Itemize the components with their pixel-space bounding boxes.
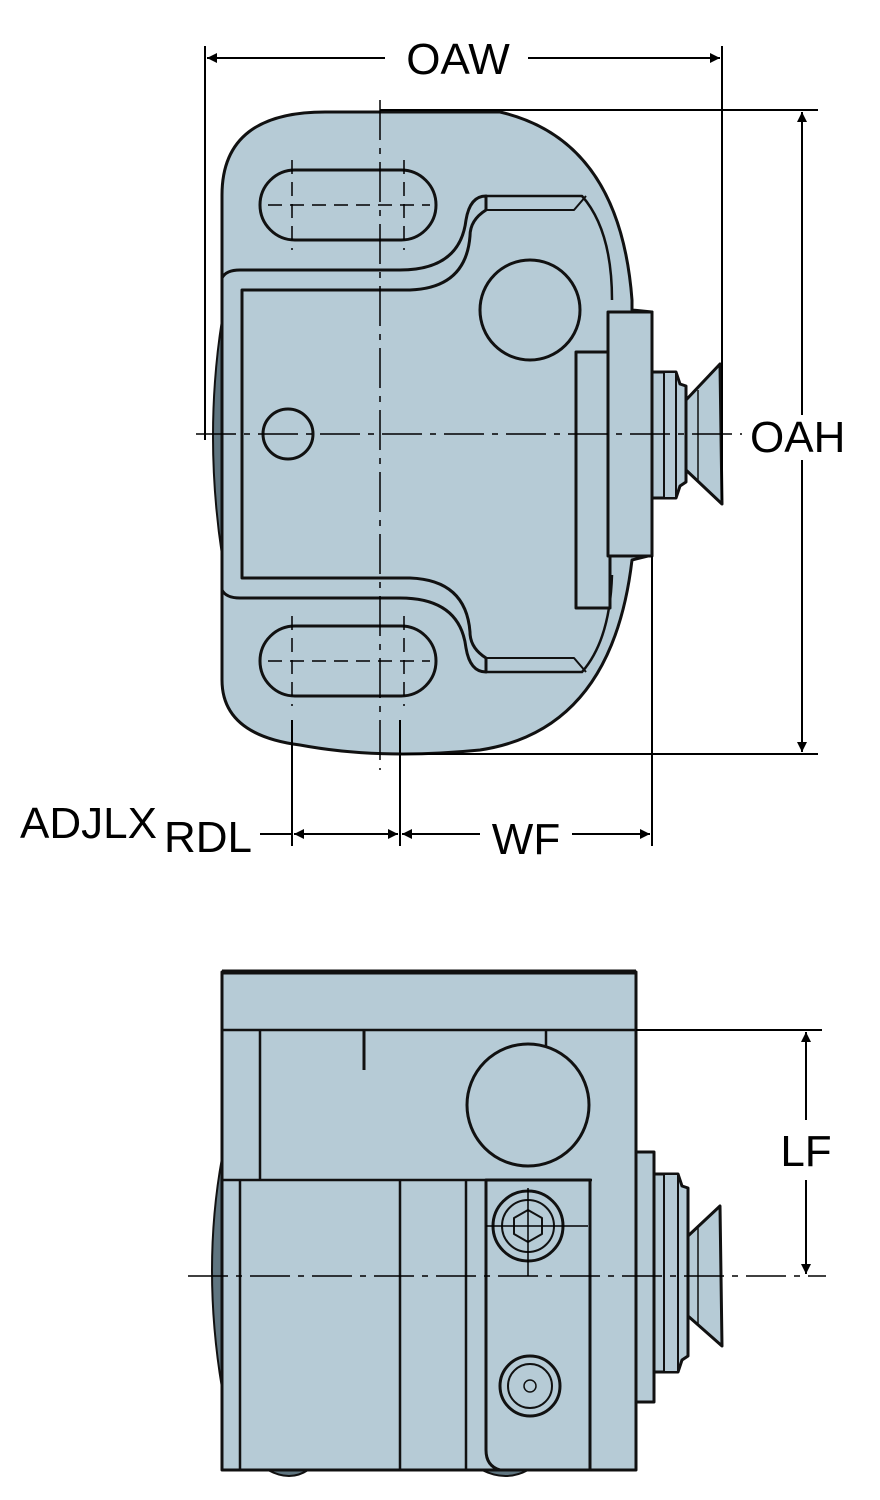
- top-view: [212, 110, 724, 756]
- bottom-plate: [634, 1150, 656, 1404]
- wf-label: WF: [492, 815, 560, 864]
- clamp-plate-inner: [574, 350, 612, 610]
- oah-label: OAH: [750, 413, 845, 462]
- bottom-boss: [465, 1042, 591, 1168]
- pin-center: [523, 1379, 537, 1393]
- rdl-label: RDL: [164, 813, 252, 862]
- bottom-centerlines: [188, 1188, 826, 1277]
- adjlx-label: ADJLX: [20, 799, 157, 848]
- screw-neck-top: [663, 371, 677, 499]
- top-boss: [478, 258, 582, 362]
- knurl-left-top: [212, 319, 223, 556]
- top-centerlines: [196, 100, 742, 770]
- top-dimensions: [204, 46, 818, 846]
- knurl-left-bottom: [211, 1157, 223, 1389]
- oaw-label: OAW: [406, 35, 510, 84]
- lf-label: LF: [780, 1127, 831, 1176]
- lf-dimension: [636, 1029, 822, 1274]
- bottom-view: [211, 969, 724, 1477]
